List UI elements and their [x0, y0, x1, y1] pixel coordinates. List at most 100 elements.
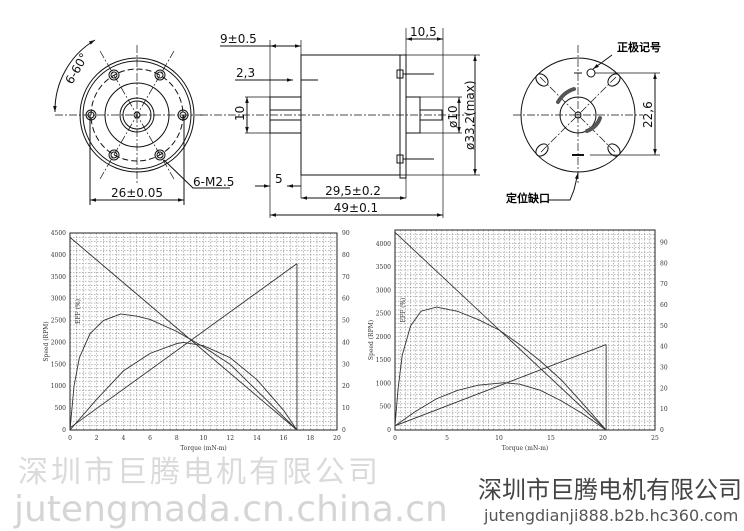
y-axis-label: Speed (RPM) — [43, 321, 50, 361]
angle-arc — [53, 39, 96, 113]
y2-tick-label: 50 — [660, 323, 668, 330]
y-tick-label: 0 — [62, 427, 66, 434]
x-tick-label: 14 — [253, 435, 261, 442]
thread-leader — [163, 159, 230, 189]
x-tick-label: 12 — [226, 435, 234, 442]
y-tick-label: 500 — [380, 404, 392, 411]
dim-boss-dia: 10 — [233, 106, 247, 121]
dim-rear-length: 10,5 — [410, 25, 437, 39]
series-current — [69, 263, 298, 429]
x-tick-label: 16 — [280, 435, 288, 442]
y2-tick-label: 60 — [342, 296, 350, 303]
y2-tick-label: 20 — [660, 385, 668, 392]
series-output-power — [394, 382, 607, 431]
x-tick-label: 20 — [599, 435, 607, 442]
series-efficiency — [69, 313, 298, 431]
y2-tick-label: 40 — [342, 339, 350, 346]
plot-frame — [69, 232, 338, 431]
watermark-right-url: jutengdianji888.b2b.hc360.com — [484, 506, 739, 525]
y2-axis-label: EFF (%) — [400, 298, 407, 323]
dim-flange: 2,3 — [236, 66, 255, 80]
x-axis-label: Torque (mN-m) — [180, 445, 227, 452]
x-tick-label: 5 — [445, 435, 449, 442]
y2-tick-label: 50 — [342, 318, 350, 325]
x-tick-label: 15 — [547, 435, 555, 442]
y-tick-label: 3500 — [51, 274, 66, 281]
y2-tick-label: 80 — [660, 260, 668, 267]
rear-view — [513, 45, 660, 201]
dim-body: 29,5±0.2 — [325, 184, 381, 198]
series-speed — [69, 237, 298, 431]
dim-total: 49±0.1 — [334, 201, 378, 215]
y2-tick-label: 10 — [660, 406, 668, 413]
y-axis-label: Speed (RPM) — [368, 320, 375, 360]
series-current — [394, 344, 607, 427]
front-view — [53, 39, 230, 205]
y-tick-label: 2000 — [51, 339, 66, 346]
y2-axis-label: EFF (%) — [75, 299, 82, 324]
y2-tick-label: 70 — [342, 274, 350, 281]
y2-tick-label: 10 — [342, 405, 350, 412]
y2-tick-label: 30 — [342, 361, 350, 368]
y2-tick-label: 70 — [660, 281, 668, 288]
terminal-spacing: 22,6 — [641, 101, 655, 128]
y-tick-label: 1500 — [51, 361, 66, 368]
y2-tick-label: 30 — [660, 365, 668, 372]
locating-notch-label: 定位缺口 — [506, 191, 550, 205]
x-tick-label: 0 — [68, 435, 72, 442]
x-tick-label: 18 — [306, 435, 314, 442]
x-tick-label: 2 — [95, 435, 99, 442]
x-tick-label: 8 — [175, 435, 179, 442]
y-tick-label: 3000 — [376, 287, 391, 294]
x-tick-label: 25 — [651, 435, 659, 442]
y2-tick-label: 40 — [660, 344, 668, 351]
y-tick-label: 4500 — [51, 230, 66, 237]
y2-tick-label: 0 — [660, 427, 664, 434]
dim-front-length: 9±0.5 — [220, 32, 257, 46]
watermark-left-url: jutengmada.cn.china.cn — [14, 489, 448, 530]
y-tick-label: 2500 — [51, 318, 66, 325]
dim-rear-boss: ø10 — [446, 105, 460, 128]
series-efficiency — [394, 306, 607, 431]
x-tick-label: 0 — [393, 435, 397, 442]
thread-label: 6-M2.5 — [193, 175, 234, 189]
x-tick-label: 20 — [333, 435, 341, 442]
plot-frame — [394, 229, 656, 431]
y2-tick-label: 90 — [660, 240, 668, 247]
x-tick-label: 10 — [495, 435, 503, 442]
dim-body-dia: ø33,2(max) — [463, 80, 477, 150]
y-tick-label: 2000 — [376, 334, 391, 341]
x-tick-label: 4 — [121, 435, 125, 442]
watermark-left-cn: 深圳市巨腾电机有限公司 — [18, 455, 381, 490]
y-tick-label: 4000 — [51, 252, 66, 259]
x-tick-label: 10 — [200, 435, 208, 442]
y2-tick-label: 90 — [342, 230, 350, 237]
y2-tick-label: 0 — [342, 427, 346, 434]
y-tick-label: 2500 — [376, 311, 391, 318]
y2-tick-label: 60 — [660, 302, 668, 309]
y2-tick-label: 80 — [342, 252, 350, 259]
extension-lines — [245, 28, 480, 218]
y-tick-label: 1000 — [51, 383, 66, 390]
y-tick-label: 3500 — [376, 264, 391, 271]
positive-mark-label: 正极记号 — [617, 40, 661, 54]
x-tick-label: 6 — [148, 435, 152, 442]
x-axis-label: Torque (mN-m) — [502, 445, 549, 452]
y-tick-label: 1500 — [376, 357, 391, 364]
pitch-dimension: 26±0.05 — [111, 186, 163, 200]
y-tick-label: 3000 — [51, 296, 66, 303]
side-view — [200, 28, 480, 218]
y-tick-label: 0 — [387, 427, 391, 434]
y-tick-label: 1000 — [376, 380, 391, 387]
y-tick-label: 4000 — [376, 241, 391, 248]
y2-tick-label: 20 — [342, 383, 350, 390]
series-output-power — [69, 341, 298, 431]
center-lines — [55, 45, 203, 185]
y-tick-label: 500 — [55, 405, 67, 412]
dim-shaft: 5 — [275, 172, 283, 186]
watermark-right-cn: 深圳市巨腾电机有限公司 — [478, 476, 742, 504]
